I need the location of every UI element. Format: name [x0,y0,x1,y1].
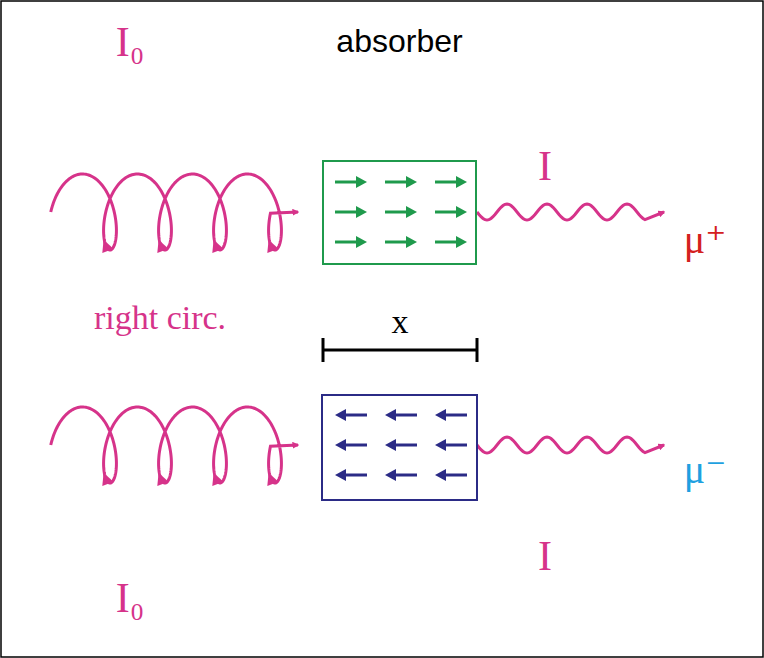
spin-arrowhead [456,206,467,218]
spin-arrowhead [356,236,367,248]
absorber-box [322,395,477,500]
node-heading: absorber [336,24,462,59]
spin-arrow [343,414,367,417]
dimension-label: x [392,303,409,340]
spin-arrowhead [385,469,396,481]
spin-arrow [435,211,459,214]
helix-group [51,174,298,486]
spin-arrow [393,474,417,477]
rotation-arrowhead [208,471,224,487]
spin-arrow [385,211,409,214]
transmitted-wave [477,204,664,220]
spin-arrowhead [356,206,367,218]
spin-arrow [335,241,359,244]
rotation-arrowhead [153,471,169,487]
spin-arrowhead [406,236,417,248]
intensity-label: I [538,533,552,579]
scale-bar [323,338,477,362]
rotation-arrowhead [208,238,224,254]
spin-group [335,176,467,481]
spin-arrow [385,241,409,244]
spin-arrow [343,474,367,477]
spin-arrowhead [335,409,346,421]
spin-arrow [343,444,367,447]
spin-arrowhead [406,206,417,218]
rotation-arrowhead [153,238,169,254]
rotation-arrowhead [98,471,114,487]
spin-arrowhead [456,236,467,248]
rotation-arrowhead [263,471,279,487]
spin-arrowhead [435,439,446,451]
spin-arrow [435,241,459,244]
spin-arrowhead [335,439,346,451]
rotation-arrowhead [98,238,114,254]
intensity-label: I [538,143,552,189]
spin-arrowhead [385,409,396,421]
intensity-label: I₀ [116,575,145,621]
spin-arrow [385,181,409,184]
helicity-label: μ⁻ [684,448,727,492]
absorber-box: absorber [322,160,477,265]
rotation-arrowhead [263,238,279,254]
spin-arrowhead [435,409,446,421]
helicity-label: μ⁺ [684,218,727,262]
spin-arrow [443,414,467,417]
spin-arrowhead [456,176,467,188]
spin-arrow [393,414,417,417]
circular-wave [51,174,298,250]
spin-arrowhead [356,176,367,188]
spin-arrow [393,444,417,447]
spin-arrowhead [335,469,346,481]
intensity-label: I₀ [116,19,145,65]
circular-wave [51,407,298,483]
wave-group [477,204,664,453]
transmitted-wave [477,437,664,453]
spin-arrowhead [406,176,417,188]
spin-arrowhead [435,469,446,481]
spin-arrow [335,181,359,184]
spin-arrow [435,181,459,184]
polarization-label: right circ. [94,299,226,336]
spin-arrow [443,444,467,447]
spin-arrow [335,211,359,214]
spin-arrow [443,474,467,477]
spin-arrowhead [385,439,396,451]
